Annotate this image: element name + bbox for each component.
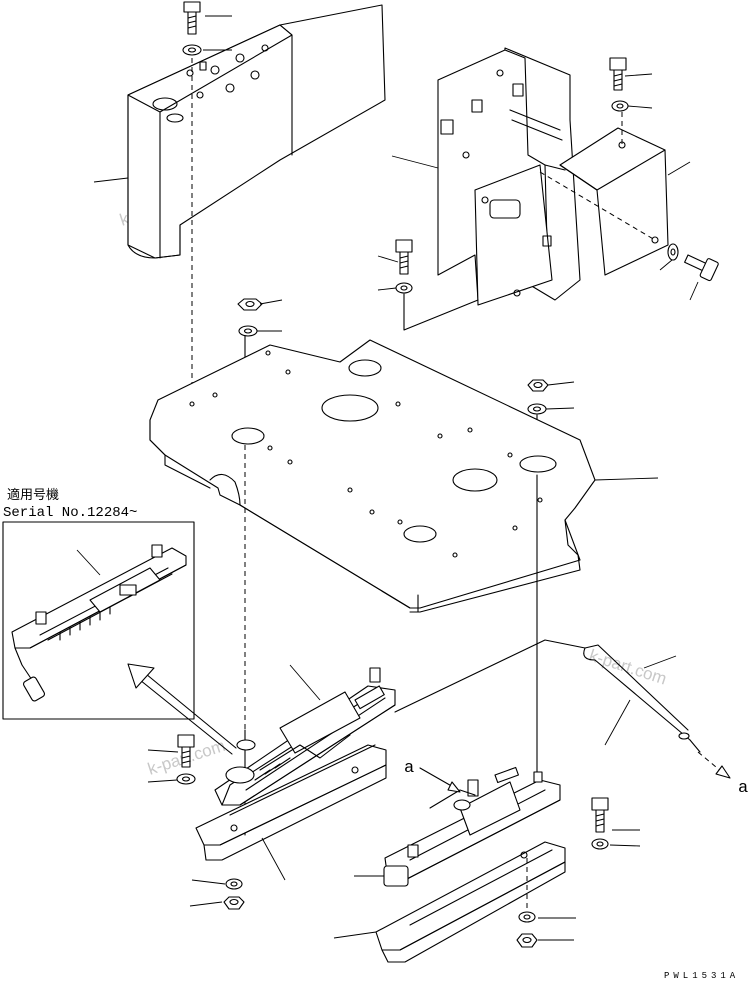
nut bbox=[224, 897, 244, 909]
nut bbox=[528, 380, 548, 391]
watermark: k-part.com bbox=[587, 646, 669, 689]
side-cover-left bbox=[128, 5, 385, 258]
serial-note-japanese: 適用号機 bbox=[7, 487, 59, 503]
reference-letter-a: a bbox=[404, 759, 414, 778]
bolt bbox=[184, 2, 200, 34]
lower-rail-right bbox=[376, 842, 565, 962]
washer bbox=[183, 45, 201, 55]
side-cover-right bbox=[560, 128, 668, 275]
floor-plate bbox=[150, 340, 595, 612]
washer bbox=[519, 912, 535, 922]
washer bbox=[668, 244, 678, 260]
washer bbox=[226, 879, 242, 889]
seat-slide-rail-right bbox=[384, 767, 560, 886]
inset-slide-rail bbox=[12, 545, 186, 702]
bolt bbox=[396, 240, 412, 274]
inset-frame bbox=[3, 522, 194, 719]
reference-letter-a: a bbox=[738, 779, 748, 798]
serial-note-inset: 適用号機 Serial No.12284~ bbox=[3, 487, 194, 719]
washer bbox=[612, 101, 628, 111]
serial-note-number: Serial No.12284~ bbox=[3, 505, 137, 521]
washer bbox=[592, 839, 608, 849]
washer bbox=[239, 326, 257, 336]
bolt bbox=[592, 798, 608, 832]
seat-slide-rail-left bbox=[215, 668, 395, 805]
seat-bracket-right bbox=[438, 48, 580, 305]
bolt bbox=[178, 735, 194, 767]
lower-rail-left bbox=[196, 745, 386, 860]
washer bbox=[177, 774, 195, 784]
leader-lines bbox=[94, 16, 698, 940]
nut bbox=[517, 934, 537, 947]
detail-arrow bbox=[128, 664, 236, 754]
reference-arrow-a-right: a bbox=[698, 752, 748, 798]
drawing-code: PWL1531A bbox=[664, 971, 739, 981]
washer bbox=[528, 404, 546, 414]
reference-arrow-a-left: a bbox=[404, 759, 460, 792]
nut bbox=[238, 299, 262, 310]
control-rod bbox=[584, 645, 700, 752]
bolt bbox=[610, 58, 626, 90]
bolt bbox=[685, 255, 719, 281]
washer bbox=[396, 283, 412, 293]
